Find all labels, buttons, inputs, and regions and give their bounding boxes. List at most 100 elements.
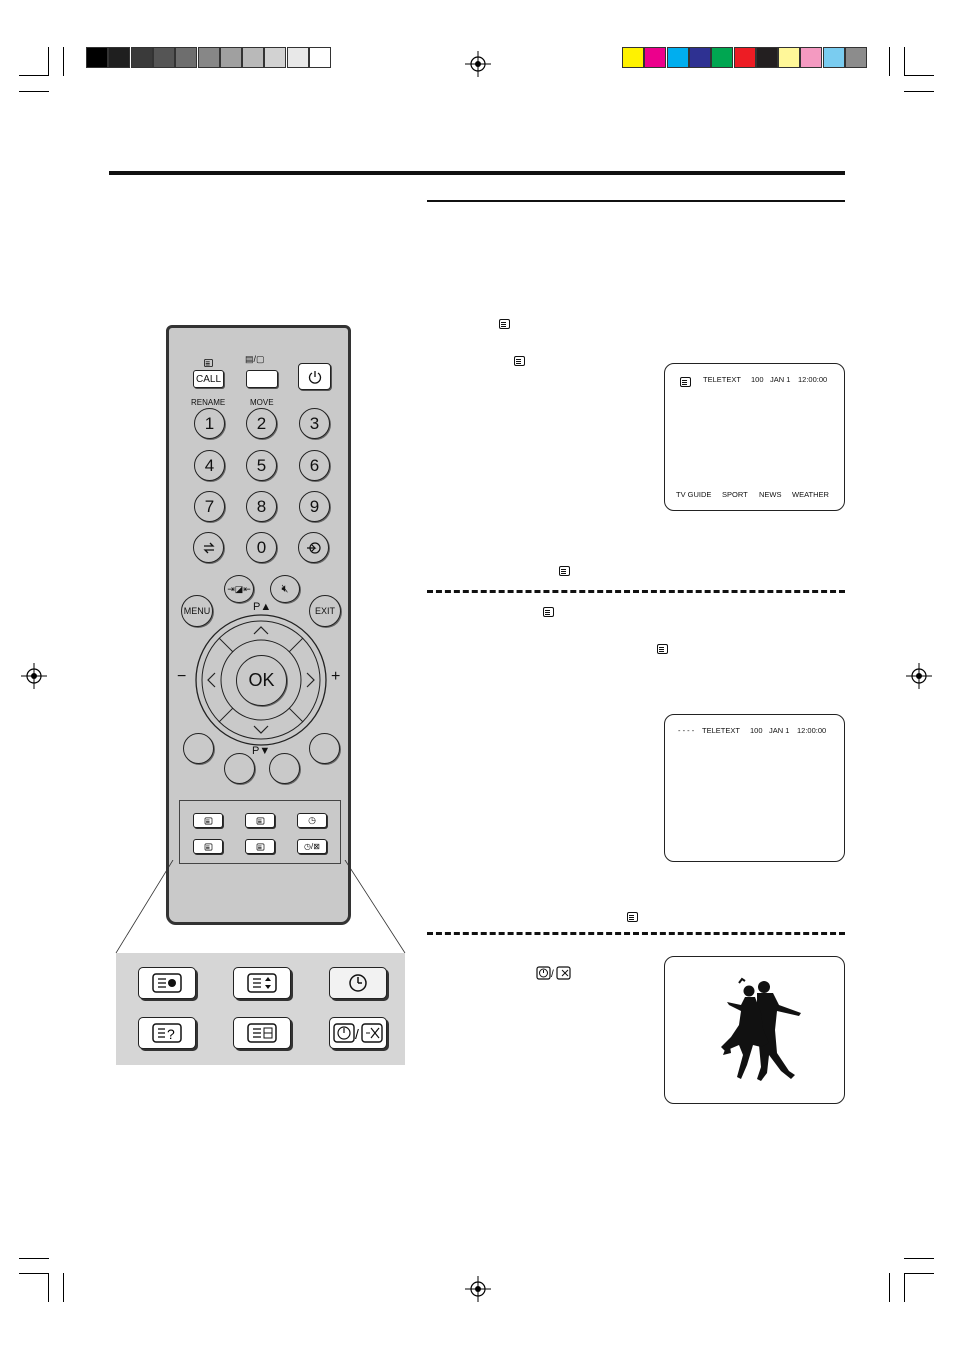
digit-button-5[interactable]: 5: [246, 450, 277, 481]
exit-button[interactable]: EXIT: [309, 595, 341, 627]
subpage-button-zoom[interactable]: [233, 1017, 291, 1049]
picture-size-button[interactable]: ⇥◪⇤: [224, 575, 254, 603]
grayscale-swatch: [219, 47, 242, 68]
registration-mark: [465, 51, 491, 77]
screen-header-date: JAN 1: [769, 726, 790, 735]
teletext-key-panel: ◷ ◷/⊠: [179, 800, 341, 864]
screen-header-time: 12:00:00: [797, 726, 827, 735]
grayscale-swatch: [286, 47, 309, 68]
teletext-icon: [499, 319, 510, 329]
grayscale-swatch: [309, 47, 331, 68]
page-search-dashes: - - - -: [678, 726, 695, 735]
dashed-divider: [427, 932, 845, 935]
registration-mark: [906, 663, 932, 689]
hold-button-zoom[interactable]: [138, 967, 196, 999]
power-icon: [308, 370, 321, 384]
screen-header-page: 100: [750, 726, 763, 735]
size-button[interactable]: [245, 813, 275, 828]
power-button[interactable]: [298, 363, 331, 390]
screen-header-title: TELETEXT: [702, 726, 740, 735]
red-button[interactable]: [183, 733, 214, 764]
green-button[interactable]: [224, 753, 255, 784]
digit-button-6[interactable]: 6: [299, 450, 330, 481]
crop-mark: [889, 47, 890, 76]
grayscale-swatch: [130, 47, 153, 68]
clock-button-zoom[interactable]: [329, 967, 387, 999]
cancel-button[interactable]: ◷/⊠: [297, 839, 327, 854]
digit-button-1[interactable]: 1: [194, 408, 225, 439]
reveal-icon: [204, 843, 212, 850]
teletext-screen-2: - - - - TELETEXT 100 JAN 1 12:00:00: [664, 714, 845, 862]
crop-mark: [889, 1273, 890, 1302]
reveal-button[interactable]: [193, 839, 223, 854]
swap-button[interactable]: [193, 532, 224, 563]
grayscale-swatch: [152, 47, 175, 68]
clock-cancel-icon: /: [536, 966, 571, 980]
section-rule: [427, 200, 845, 202]
teletext-icon: [558, 566, 570, 576]
svg-text:?: ?: [167, 1026, 175, 1042]
teletext-icon: [680, 377, 691, 387]
digit-button-0[interactable]: 0: [246, 532, 277, 563]
grayscale-swatch: [108, 47, 131, 68]
grayscale-swatch: [86, 47, 108, 68]
screen-header-title: TELETEXT: [703, 375, 741, 384]
teletext-tv-icon: ▤/▢: [245, 354, 265, 364]
process-color-swatch: [733, 47, 756, 68]
reveal-icon: ?: [152, 1023, 182, 1043]
mute-icon: 🔇︎: [281, 582, 289, 595]
digit-button-8[interactable]: 8: [246, 491, 277, 522]
size-button-zoom[interactable]: [233, 967, 291, 999]
grayscale-swatch: [197, 47, 220, 68]
digit-button-4[interactable]: 4: [194, 450, 225, 481]
teletext-keys-zoom: ? /: [116, 953, 405, 1065]
cancel-button-zoom[interactable]: /: [329, 1017, 387, 1049]
clock-button[interactable]: ◷: [297, 813, 327, 828]
mute-button[interactable]: 🔇︎: [270, 575, 300, 603]
subpage-icon: [247, 1023, 277, 1043]
fastext-blue: WEATHER: [792, 490, 829, 499]
input-icon: [306, 541, 321, 554]
aspect-icon: ⇥◪⇤: [227, 583, 251, 594]
digit-button-7[interactable]: 7: [194, 491, 225, 522]
digit-button-3[interactable]: 3: [299, 408, 330, 439]
grayscale-swatch: [242, 47, 265, 68]
header-rule: [109, 171, 845, 175]
svg-text:/: /: [355, 1026, 359, 1042]
process-color-swatch: [845, 47, 867, 68]
process-color-swatch: [622, 47, 644, 68]
dancing-couple-image: [721, 977, 801, 1081]
ok-button[interactable]: OK: [236, 655, 287, 706]
crop-mark: [48, 1273, 49, 1302]
size-icon: [247, 973, 277, 993]
call-button[interactable]: CALL: [193, 370, 224, 388]
hold-icon: [656, 644, 668, 654]
reveal-button-zoom[interactable]: ?: [138, 1017, 196, 1049]
digit-button-2[interactable]: 2: [246, 408, 277, 439]
move-label: MOVE: [250, 398, 274, 407]
process-color-swatch: [800, 47, 823, 68]
menu-button[interactable]: MENU: [181, 595, 213, 627]
yellow-button[interactable]: [269, 753, 300, 784]
crop-mark: [19, 1258, 49, 1259]
clock-icon: ◷: [308, 815, 316, 825]
digit-button-9[interactable]: 9: [299, 491, 330, 522]
program-up-label: P▲: [253, 601, 272, 613]
subpage-icon: [256, 843, 264, 850]
teletext-icon: [514, 356, 526, 366]
teletext-button[interactable]: [246, 370, 278, 388]
hold-button[interactable]: [193, 813, 223, 828]
fastext-yellow: NEWS: [759, 490, 782, 499]
program-down-label: P▼: [252, 745, 271, 757]
crop-mark: [904, 1273, 934, 1274]
subpage-button[interactable]: [245, 839, 275, 854]
crop-mark: [19, 91, 49, 92]
teletext-icon: [204, 359, 213, 367]
crop-mark: [904, 47, 905, 76]
input-button[interactable]: [298, 532, 329, 563]
registration-mark: [21, 663, 47, 689]
clock-cancel-icon: /: [333, 1023, 383, 1043]
rename-label: RENAME: [191, 398, 226, 407]
dashed-divider: [427, 590, 845, 593]
blue-button[interactable]: [309, 733, 340, 764]
